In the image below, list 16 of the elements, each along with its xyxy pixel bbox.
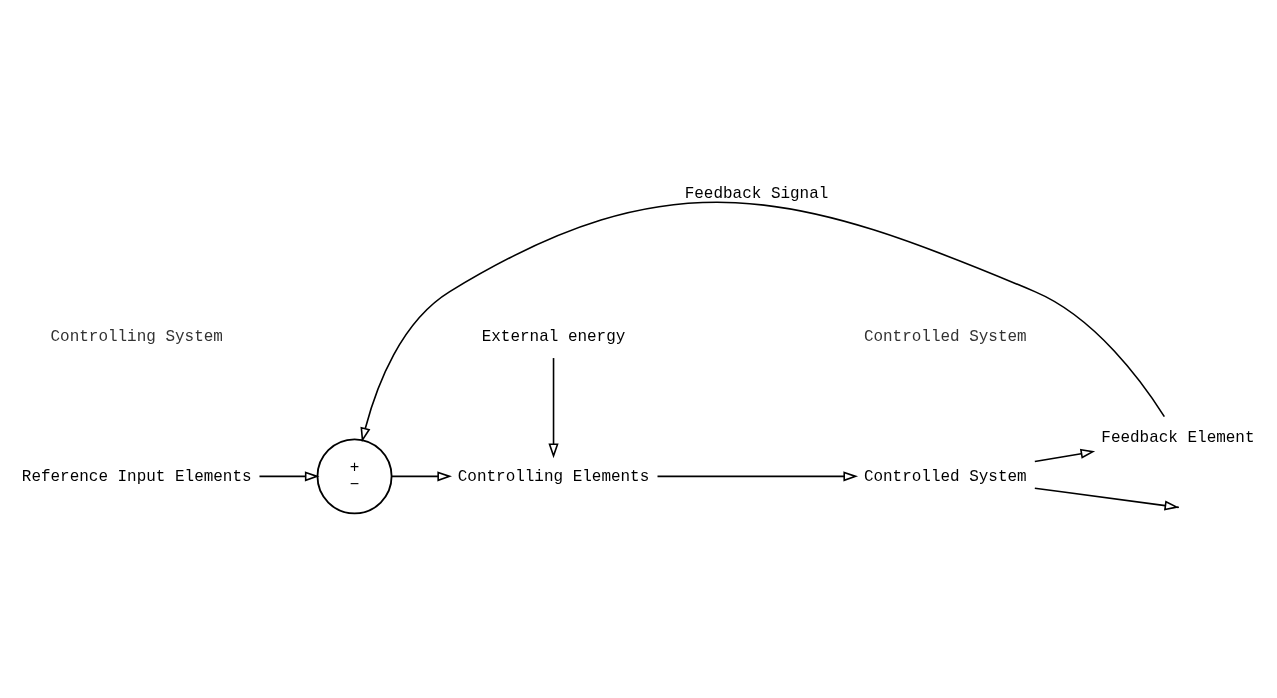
- node-text: External energy: [481, 327, 626, 346]
- node-text: Controlled System: [863, 467, 1027, 486]
- node-text: Reference Input Elements: [21, 467, 252, 486]
- arrow: [360, 201, 1166, 442]
- node-text: Controlling Elements: [457, 467, 650, 486]
- label: Controlling System: [50, 327, 223, 346]
- label: Controlled System: [863, 327, 1027, 346]
- arrow: [548, 356, 559, 458]
- arrow: [1034, 448, 1096, 462]
- arrow: [258, 470, 320, 481]
- node-text: Feedback Element: [1101, 428, 1255, 447]
- arrow: [656, 470, 859, 481]
- arrow: [1034, 486, 1180, 511]
- node-circle: + −: [316, 437, 393, 514]
- arrow: [390, 470, 452, 481]
- edge-label: Feedback Signal: [684, 184, 829, 203]
